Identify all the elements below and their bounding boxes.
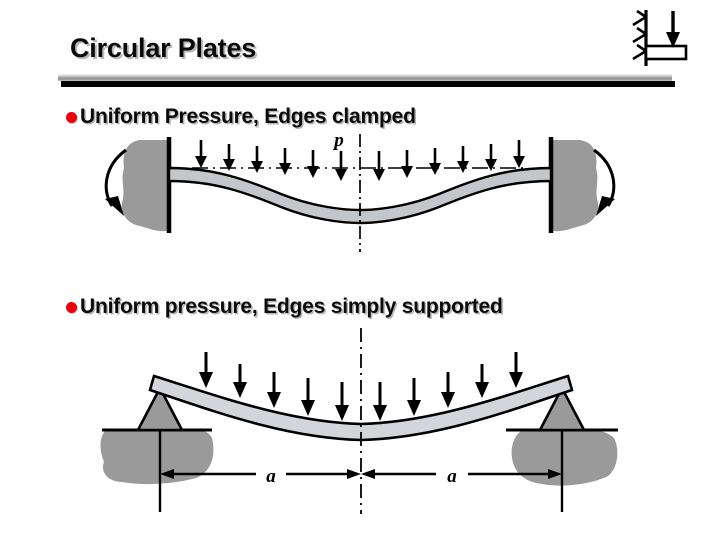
title-divider-bar <box>58 74 672 81</box>
plate-body-simple <box>148 374 574 442</box>
wall-block-right <box>552 140 599 232</box>
page-title: Circular Plates <box>70 33 257 63</box>
bullet-label-clamped: Uniform Pressure, Edges clamped <box>80 105 416 128</box>
title-divider <box>58 74 675 87</box>
figure-clamped-plate: p <box>104 130 616 252</box>
dimension-a-right: a <box>361 466 562 487</box>
pressure-arrow-group-simple <box>199 352 523 421</box>
wall-block-left <box>121 140 168 232</box>
moment-arrowhead-right <box>596 196 615 216</box>
figure-simply-supported-plate: a a <box>100 328 618 514</box>
ground-blob-right <box>511 428 618 486</box>
bullet-dot-icon <box>66 301 77 313</box>
bullet-item-clamped: Uniform Pressure, Edges clamped <box>66 105 416 129</box>
bullet-dot-icon <box>66 111 77 123</box>
dimension-a-left: a <box>160 466 361 487</box>
moment-arrowhead-left <box>105 196 124 216</box>
pressure-symbol-label: p <box>332 130 344 151</box>
bullet-item-simply-supported: Uniform pressure, Edges simply supported <box>66 295 503 319</box>
title-divider-shadow <box>61 81 675 87</box>
ground-blob-left <box>100 428 214 485</box>
dimension-label-a-right: a <box>447 466 457 487</box>
bullet-label-simply-supported: Uniform pressure, Edges simply supported <box>80 295 503 318</box>
pressure-arrow-group <box>195 140 525 181</box>
dimension-label-a-left: a <box>266 466 276 487</box>
cantilever-support-icon <box>632 9 688 66</box>
